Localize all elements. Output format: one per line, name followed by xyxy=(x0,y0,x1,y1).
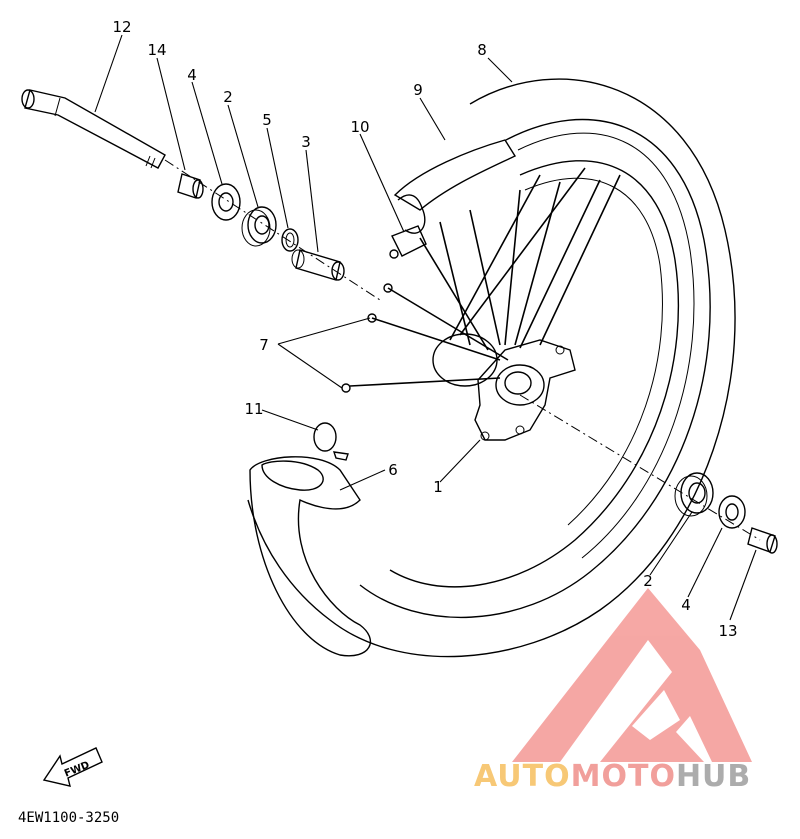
watermark-text-moto: MOTO xyxy=(571,759,676,794)
callout-12: 12 xyxy=(112,18,131,36)
leader-lines xyxy=(94,34,757,621)
rim-lock xyxy=(313,422,349,461)
wheel-hub xyxy=(432,333,576,441)
watermark-text-hub: HUB xyxy=(676,759,751,794)
fwd-label: FWD xyxy=(63,760,91,780)
inner-tube xyxy=(249,456,372,657)
callout-5: 5 xyxy=(262,111,272,129)
callout-8: 8 xyxy=(477,41,487,59)
callout-2: 2 xyxy=(223,88,233,106)
callout-11: 11 xyxy=(244,400,263,418)
callout-13: 13 xyxy=(718,622,737,640)
callout-2-right: 2 xyxy=(643,572,653,590)
axis-line xyxy=(164,159,761,541)
spokes xyxy=(341,167,621,393)
watermark-logo: AUTOMOTOHUB xyxy=(474,588,752,794)
callout-3: 3 xyxy=(301,133,311,151)
circlip xyxy=(281,228,299,252)
tire xyxy=(247,78,736,658)
collar xyxy=(291,249,345,281)
callout-6: 6 xyxy=(388,461,398,479)
callout-9: 9 xyxy=(413,81,423,99)
valve xyxy=(391,225,427,257)
callout-10: 10 xyxy=(350,118,369,136)
callout-4-right: 4 xyxy=(681,596,691,614)
oil-seal-left xyxy=(211,183,241,221)
callout-7: 7 xyxy=(259,336,269,354)
callout-4: 4 xyxy=(187,66,197,84)
right-spacer xyxy=(747,527,778,554)
svg-text:AUTOMOTOHUB: AUTOMOTOHUB xyxy=(474,759,751,794)
bearing-left xyxy=(241,206,277,247)
axle xyxy=(21,89,166,169)
callout-14: 14 xyxy=(147,41,166,59)
rim xyxy=(389,160,680,588)
callout-labels: 12 14 4 2 5 3 10 9 8 7 11 6 1 2 4 13 xyxy=(112,18,737,640)
fwd-arrow-icon xyxy=(42,747,103,787)
rim-band xyxy=(393,139,517,234)
fwd-arrow: FWD xyxy=(42,747,103,787)
oil-seal-right xyxy=(718,495,746,529)
watermark-text-auto: AUTO xyxy=(474,759,571,794)
bearing-right xyxy=(674,472,714,517)
callout-1: 1 xyxy=(433,478,443,496)
left-spacer xyxy=(177,173,204,199)
drawing-code: 4EW1100-3250 xyxy=(18,810,119,826)
logo-triangle-icon xyxy=(512,588,752,762)
